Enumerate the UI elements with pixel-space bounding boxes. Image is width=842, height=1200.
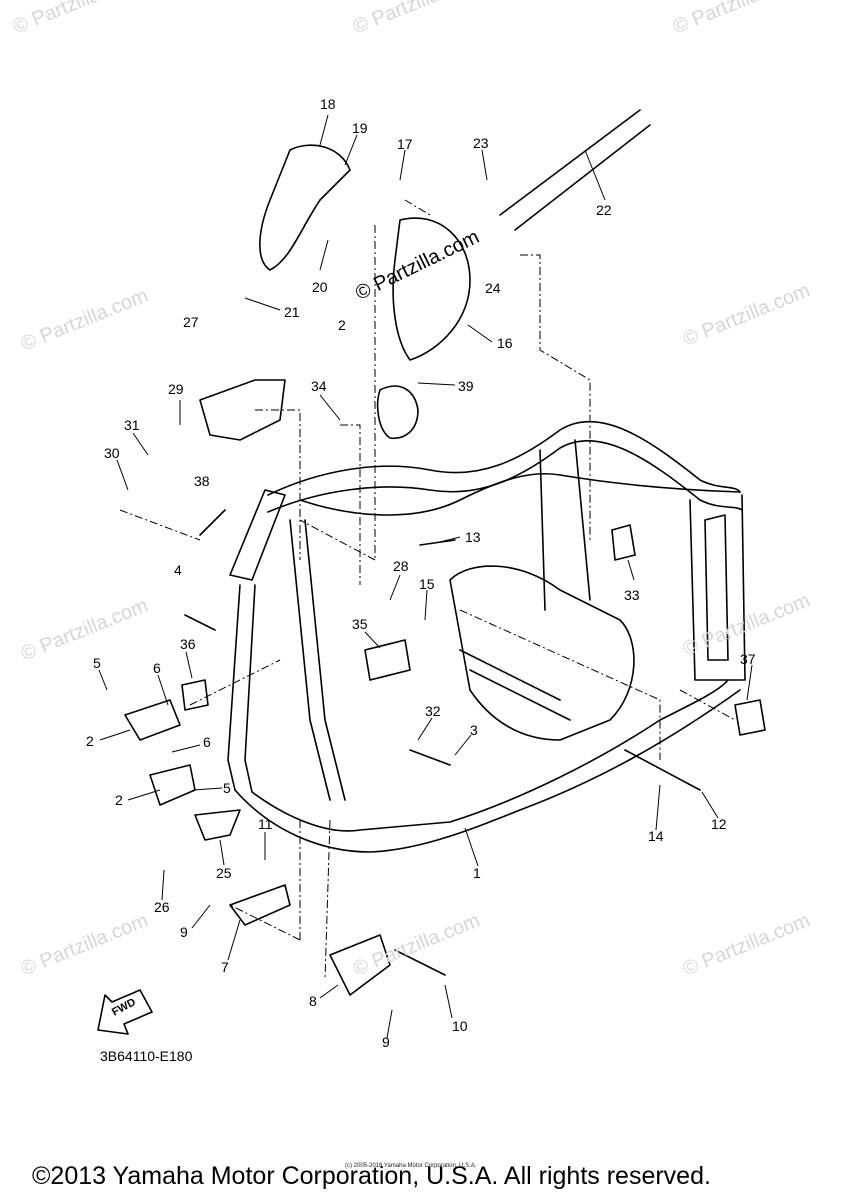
cover-16 [392,217,471,361]
callout: 15 [419,576,435,592]
callout: 33 [624,587,640,603]
callout: 34 [311,378,327,394]
callout: 29 [168,381,184,397]
callout: 4 [174,562,182,578]
callout: 6 [203,734,211,750]
rod-22 [499,109,651,231]
callout: 36 [180,636,196,652]
bolt-13 [419,539,456,546]
part-reference: 3B64110-E180 [100,1048,193,1064]
copyright-footer: ©2013 Yamaha Motor Corporation, U.S.A. A… [32,1162,711,1190]
bracket-18 [259,144,351,271]
callout: 31 [124,417,140,433]
callout: 5 [223,780,231,796]
plate-25 [194,809,241,841]
callout: 14 [648,828,664,844]
callout: 32 [425,703,441,719]
bolt-3 [409,749,451,766]
callout: 2 [86,733,94,749]
callout: 38 [194,473,210,489]
plate-8 [329,934,391,996]
frame-backbone [267,420,741,496]
callout: 35 [352,616,368,632]
plate-2a [124,699,181,741]
bolt-14 [624,749,701,791]
callout: 6 [153,660,161,676]
callout: 17 [397,136,413,152]
label-37 [734,699,766,736]
callout: 7 [221,959,229,975]
rear-frame [449,565,635,741]
steering-head [229,489,286,581]
callout: 39 [458,378,474,394]
callout: 9 [180,924,188,940]
callout: 24 [485,280,501,296]
callout: 20 [312,279,328,295]
callout: 26 [154,899,170,915]
callout: 18 [320,96,336,112]
callout: 2 [338,317,346,333]
callout: 37 [740,651,756,667]
bolt-4 [184,614,216,631]
callout: 23 [473,135,489,151]
strip-38 [199,509,226,536]
lower-cradle [251,679,729,832]
fwd-arrow [97,989,153,1035]
callout: 19 [352,120,368,136]
callout: 3 [470,722,478,738]
label-35 [364,639,411,681]
callout: 11 [258,816,273,832]
plate-2b [149,764,196,806]
bracket-27 [199,379,286,441]
callout: 16 [497,335,513,351]
callout: 21 [284,304,300,320]
callout: 22 [596,202,612,218]
small-copyright: (c) 2005-2016 Yamaha Motor Corporation, … [345,1163,477,1169]
cover-39 [376,385,419,439]
callout: 2 [115,792,123,808]
plate-7 [229,884,291,926]
callout: 5 [93,655,101,671]
callout: 30 [104,445,120,461]
bolt-10 [394,949,446,976]
callout: 27 [183,314,199,330]
label-33 [611,524,636,561]
callout: 1 [473,865,481,881]
label-36 [181,679,209,711]
callout: 28 [393,558,409,574]
callout: 25 [216,865,232,881]
callout: 10 [452,1018,468,1034]
callout: 13 [465,529,481,545]
callout: 8 [309,993,317,1009]
callout: 9 [382,1034,390,1050]
callout: 12 [711,816,727,832]
